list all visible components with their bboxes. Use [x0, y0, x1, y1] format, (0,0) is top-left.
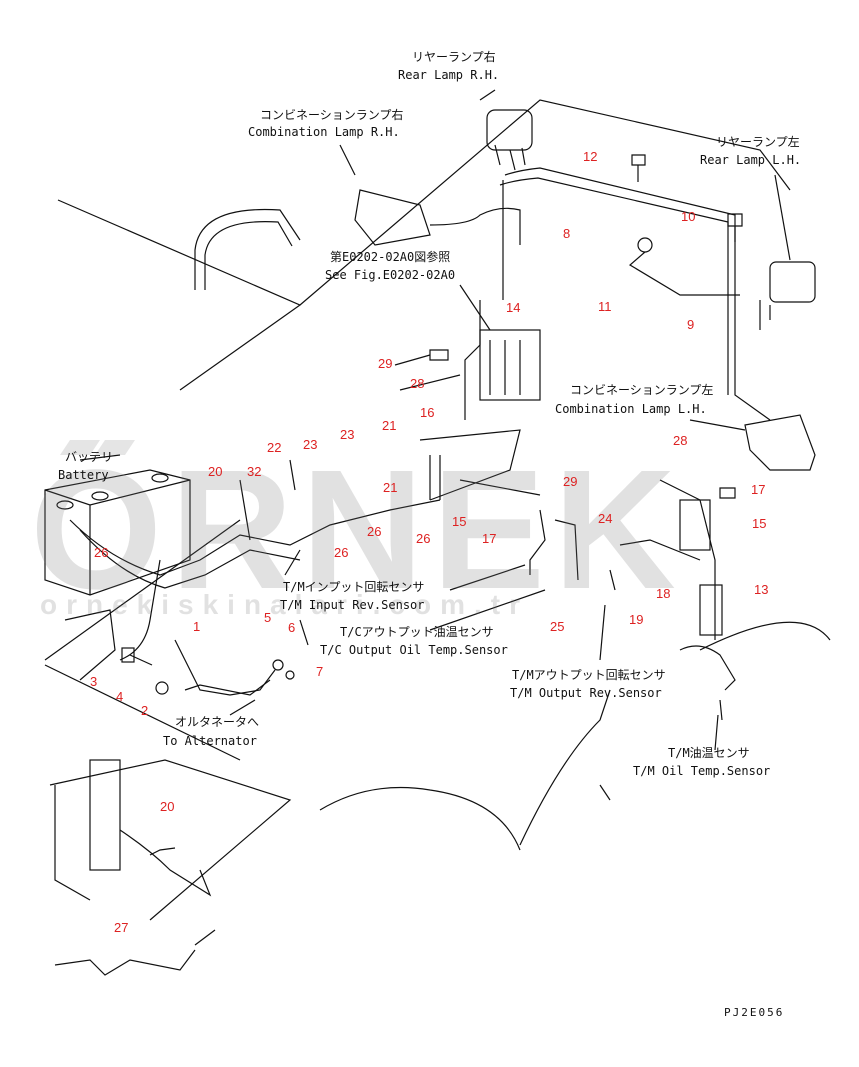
part-number: 17	[751, 482, 766, 497]
part-number: 17	[482, 531, 497, 546]
part-number: 26	[367, 524, 382, 539]
part-number: 28	[673, 433, 688, 448]
part-number: 1	[193, 619, 201, 634]
part-number: 12	[583, 149, 598, 164]
part-number: 3	[90, 674, 98, 689]
tc-output-sensor-en: T/C Output Oil Temp.Sensor	[320, 643, 508, 657]
part-number: 26	[416, 531, 431, 546]
part-number: 4	[116, 689, 124, 704]
part-number: 22	[267, 440, 282, 455]
watermark-main: ORNEK	[30, 435, 684, 625]
tm-input-sensor-en: T/M Input Rev.Sensor	[280, 598, 425, 612]
part-number: 26	[334, 545, 349, 560]
part-number: 18	[656, 586, 671, 601]
part-number: 15	[752, 516, 767, 531]
battery-en: Battery	[58, 468, 109, 482]
see-fig-en: See Fig.E0202-02A0	[325, 268, 456, 282]
rear-lamp-lh-jp: リヤーランプ左	[716, 135, 800, 149]
see-fig-jp: 第E0202-02A0図参照	[330, 250, 451, 264]
combination-lamp-rh-en: Combination Lamp R.H.	[248, 125, 400, 139]
part-number: 27	[114, 920, 129, 935]
drawing-lines	[44, 89, 831, 976]
watermark-sub: ornekiskinalari.com.tr	[40, 589, 530, 620]
tm-input-sensor-jp: T/Mインプット回転センサ	[283, 580, 425, 594]
part-number: 23	[340, 427, 355, 442]
alternator-en: To Alternator	[163, 734, 257, 748]
combination-lamp-lh-jp: コンビネーションランプ左	[570, 383, 714, 397]
battery-jp: バッテリ	[65, 450, 114, 464]
tc-output-sensor-jp: T/Cアウトプット油温センサ	[340, 625, 494, 639]
part-number: 14	[506, 300, 521, 315]
part-number: 10	[681, 209, 696, 224]
part-number: 8	[563, 226, 571, 241]
part-number: 20	[160, 799, 175, 814]
part-number: 21	[383, 480, 398, 495]
tm-oil-sensor-en: T/M Oil Temp.Sensor	[633, 764, 771, 778]
part-number: 13	[754, 582, 769, 597]
tm-output-sensor-en: T/M Output Rev.Sensor	[510, 686, 662, 700]
part-number: 23	[303, 437, 318, 452]
part-number: 29	[378, 356, 393, 371]
drawing-code: PJ2E056	[724, 1006, 785, 1019]
part-number: 24	[598, 511, 613, 526]
part-number: 26	[94, 545, 109, 560]
part-number: 19	[629, 612, 644, 627]
rear-lamp-rh-jp: リヤーランプ右	[412, 50, 496, 64]
alternator-jp: オルタネータへ	[175, 715, 260, 729]
combination-lamp-lh-en: Combination Lamp L.H.	[555, 402, 707, 416]
tm-output-sensor-jp: T/Mアウトプット回転センサ	[512, 668, 666, 682]
part-number: 15	[452, 514, 467, 529]
part-number: 7	[316, 664, 324, 679]
part-number: 20	[208, 464, 223, 479]
combination-lamp-rh-jp: コンビネーションランプ右	[260, 108, 404, 122]
part-number: 6	[288, 620, 296, 635]
part-number: 16	[420, 405, 435, 420]
part-number: 28	[410, 376, 425, 391]
part-number: 2	[141, 703, 149, 718]
part-number: 5	[264, 610, 272, 625]
rear-lamp-rh-en: Rear Lamp R.H.	[398, 68, 500, 82]
part-number: 9	[687, 317, 695, 332]
part-number: 25	[550, 619, 565, 634]
part-number: 32	[247, 464, 262, 479]
part-number: 21	[382, 418, 397, 433]
part-number: 29	[563, 474, 578, 489]
rear-lamp-lh-en: Rear Lamp L.H.	[700, 153, 802, 167]
part-number: 11	[598, 299, 612, 314]
watermark-logo	[60, 440, 135, 455]
tm-oil-sensor-jp: T/M油温センサ	[668, 746, 750, 760]
